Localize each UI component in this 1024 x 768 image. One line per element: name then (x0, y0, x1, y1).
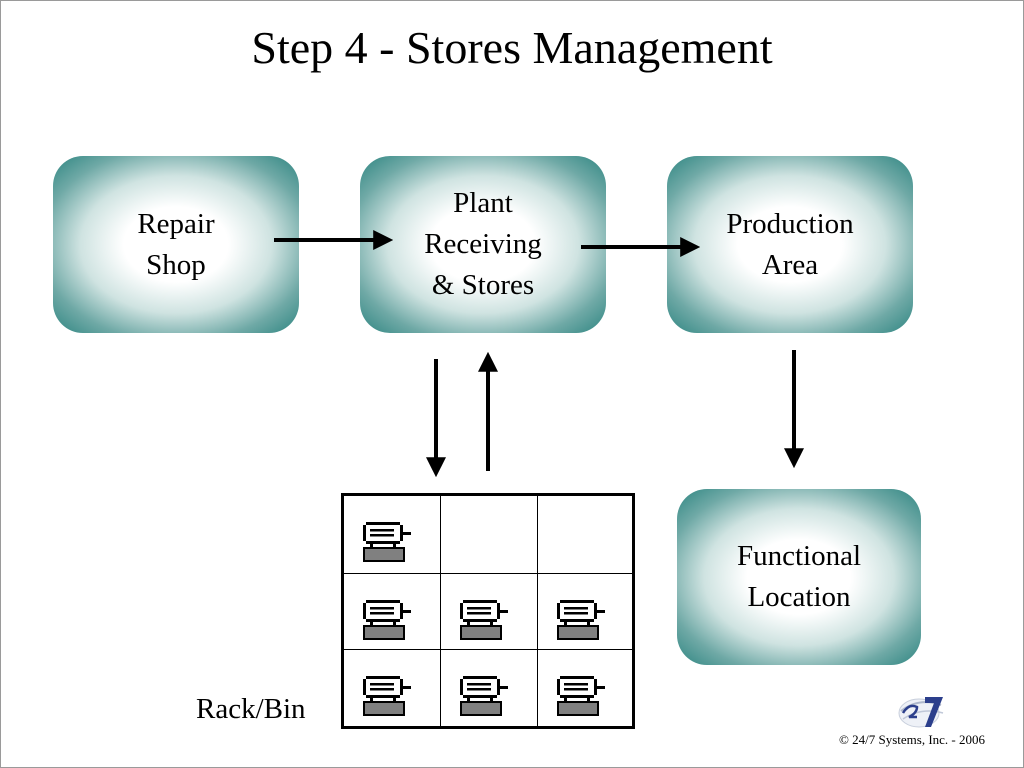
logo-icon (898, 697, 944, 728)
rack-bin-label: Rack/Bin (196, 693, 306, 725)
rack-bin-grid (341, 493, 635, 729)
part-icon (459, 675, 509, 717)
production-area-label: Production Area (726, 207, 854, 281)
part-icon (362, 521, 412, 563)
page-title: Step 4 - Stores Management (251, 22, 773, 73)
functional-location-box: Functional Location (677, 489, 921, 665)
production-area-box: Production Area (667, 156, 913, 333)
part-icon (556, 599, 606, 641)
part-icon (362, 675, 412, 717)
part-icon (362, 599, 412, 641)
rack-bin-cell (344, 496, 441, 574)
plant-receiving-stores-label: Plant Receiving & Stores (424, 187, 542, 301)
rack-bin-cell (441, 650, 538, 726)
rack-bin-cell (344, 650, 441, 726)
part-icon (459, 599, 509, 641)
repair-shop-box: Repair Shop (53, 156, 299, 333)
rack-bin-cell (538, 496, 632, 574)
rack-bin-cell (344, 574, 441, 650)
rack-bin-cell (538, 650, 632, 726)
copyright-text: © 24/7 Systems, Inc. - 2006 (839, 732, 986, 747)
repair-shop-label: Repair Shop (137, 207, 215, 281)
part-icon (556, 675, 606, 717)
rack-bin-cell (441, 496, 538, 574)
plant-receiving-stores-box: Plant Receiving & Stores (360, 156, 606, 333)
rack-bin-cell (441, 574, 538, 650)
rack-bin-cell (538, 574, 632, 650)
functional-location-label: Functional Location (736, 540, 862, 613)
